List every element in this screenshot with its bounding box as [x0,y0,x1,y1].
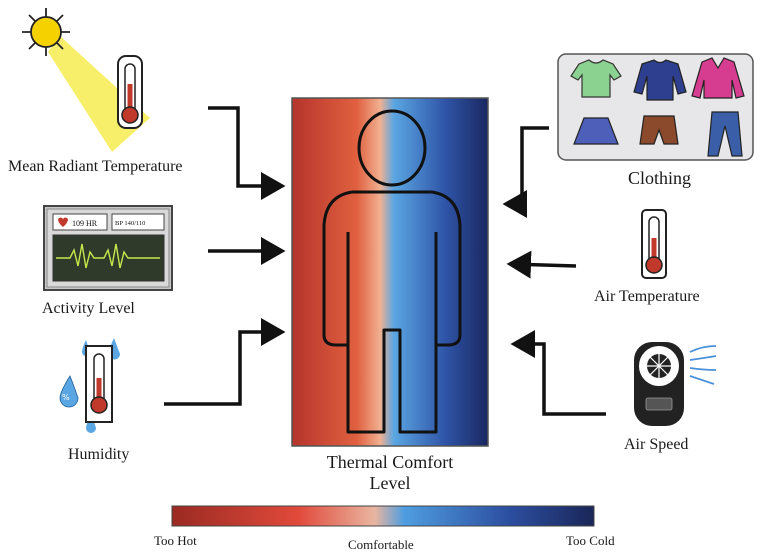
jeans-icon [707,111,743,157]
scale-label-comfortable: Comfortable [348,537,414,552]
thermal-comfort-title-line1: Thermal Comfort [326,452,454,472]
skirt-icon [573,117,619,145]
air-thermometer-icon [641,209,667,279]
label-air-temperature: Air Temperature [594,288,700,305]
heart-rate-readout: 109 HR [72,219,98,228]
label-clothing: Clothing [628,168,692,188]
ecg-trace [56,243,160,269]
arrow-mean-radiant [208,106,286,200]
anemometer-icon [634,342,717,426]
arrows [164,106,606,416]
thermometer-icon [117,55,143,129]
label-activity-level: Activity Level [42,300,135,317]
svg-text:%: % [62,393,70,402]
humidity-icon: % [59,338,120,433]
blood-pressure-readout: BP 140/110 [115,220,145,227]
wind-lines-icon [689,345,717,385]
shorts-icon [639,115,679,145]
tshirt-icon [570,59,622,98]
thermal-comfort-title-line2: Level [369,472,411,493]
thermal-comfort-title: Thermal Comfort Level [312,452,468,493]
thermal-comfort-panel [291,97,489,447]
scale-label-too-cold: Too Cold [566,533,615,548]
comfort-scale-bar [171,505,595,527]
label-air-speed: Air Speed [624,436,689,453]
label-humidity: Humidity [68,446,130,463]
arrow-air-temperature [506,250,577,279]
jacket-icon [691,57,745,99]
clothing-icon-group [557,53,754,161]
person-silhouette-icon [322,109,462,434]
label-mean-radiant-temperature: Mean Radiant Temperature [8,158,183,175]
scale-label-too-hot: Too Hot [154,533,197,548]
arrow-humidity [164,318,286,406]
arrow-clothing [502,126,549,218]
arrow-air-speed [510,330,606,416]
heart-monitor-icon: 109 HR BP 140/110 [43,205,173,291]
sweater-icon [633,59,687,101]
